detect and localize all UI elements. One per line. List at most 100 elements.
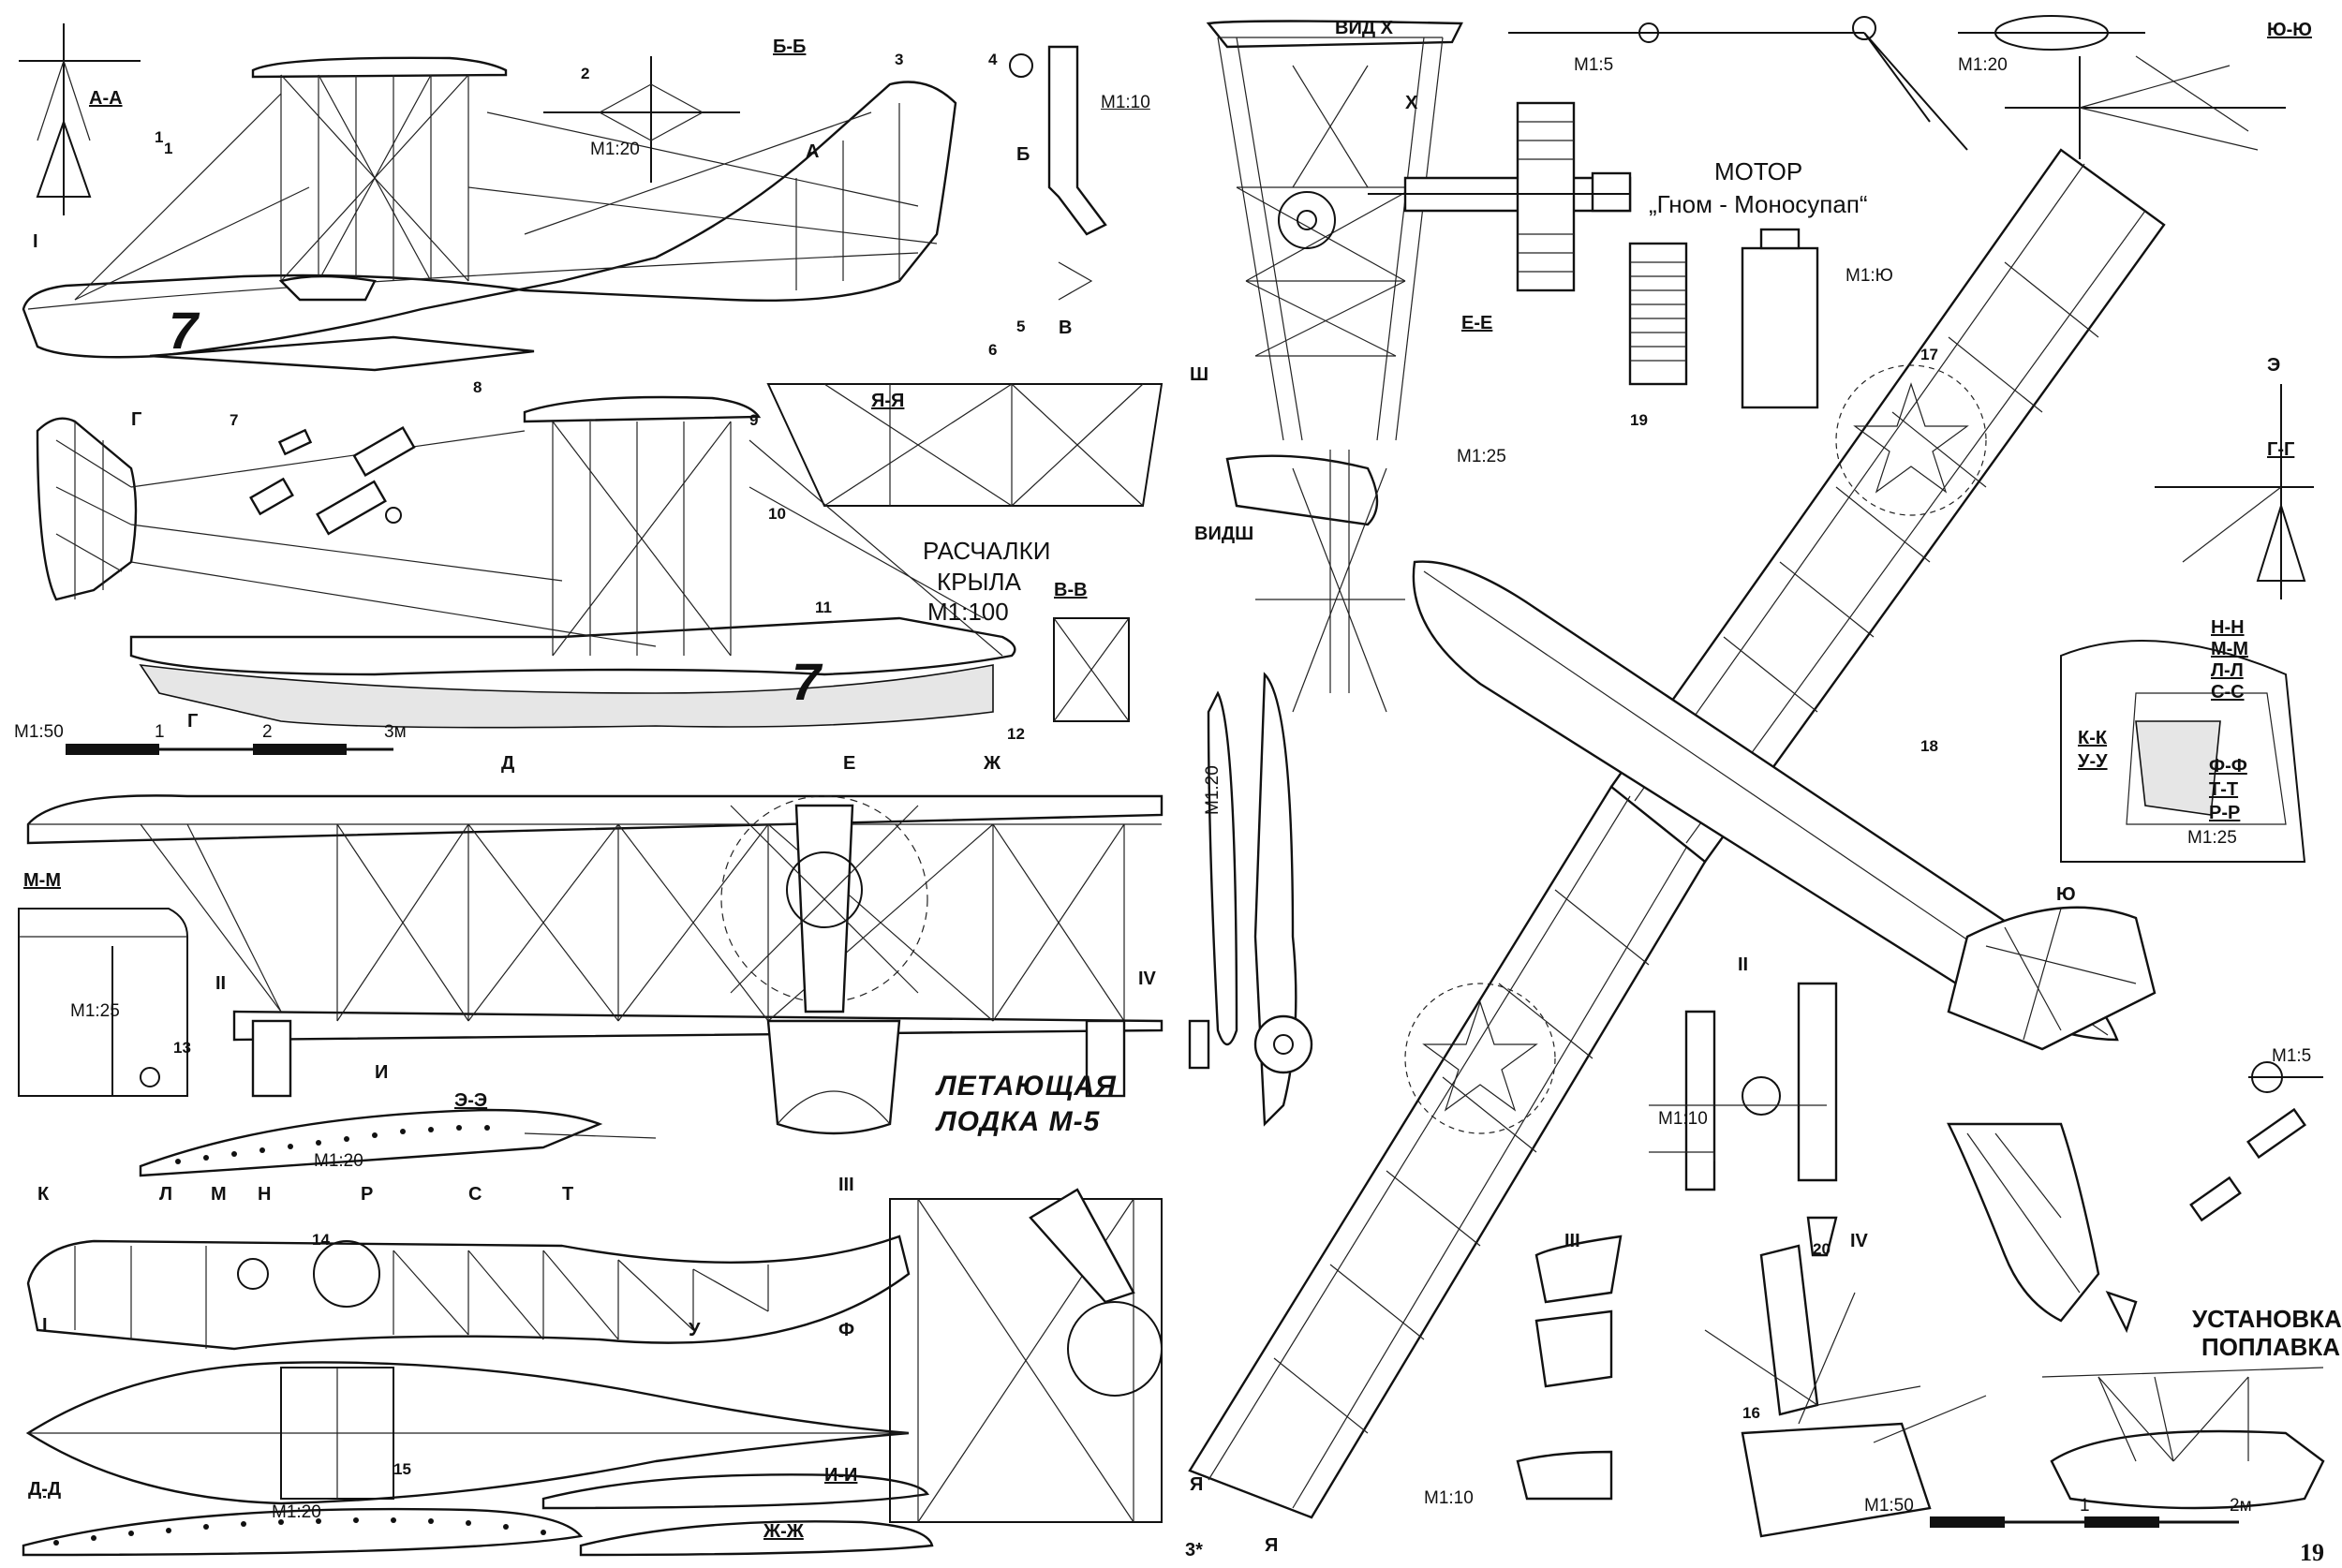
roman-label: IV <box>1850 1231 1868 1251</box>
cut-letter: Ю <box>2056 884 2076 905</box>
scale-m110-top: М1:10 <box>1101 93 1150 112</box>
fitting-parts-7 <box>249 425 416 536</box>
scale-m120-topright: М1:20 <box>1958 55 2008 75</box>
cut-letter: Л <box>159 1184 173 1205</box>
section-label-kk: К-К <box>2078 728 2108 748</box>
cut-letter: В <box>1059 318 1073 338</box>
roman-label: I <box>42 1315 48 1336</box>
cut-letter: Я <box>1265 1535 1279 1556</box>
part-number: 1 <box>164 140 173 157</box>
roman-label: IV <box>1138 969 1156 989</box>
section-mm <box>18 908 188 1097</box>
propeller-views <box>1188 672 1313 1127</box>
section-label-yuyu: Ю-Ю <box>2267 20 2312 40</box>
scale-right-tick-2: 2м <box>2230 1496 2252 1516</box>
cut-letter: Э <box>2267 355 2281 376</box>
cut-letter: У <box>689 1320 701 1340</box>
cut-letter: Ш <box>1190 364 1209 385</box>
float-install-line2: ПОПЛАВКА <box>2201 1333 2341 1361</box>
cut-letter: Н <box>258 1184 272 1205</box>
cut-letter: Г <box>187 711 199 732</box>
scale-m120-top: М1:20 <box>590 140 640 159</box>
hull-number-top: 7 <box>169 301 199 360</box>
cut-letter: А <box>806 141 820 162</box>
scale-m125-right: М1:25 <box>2187 828 2237 848</box>
section-yaya <box>766 383 1164 507</box>
scale-m110-mid: М1:10 <box>1658 1109 1708 1129</box>
engine-mount-view <box>1217 37 1444 441</box>
cut-letter: Д <box>501 753 515 774</box>
section-aa-diagram <box>19 23 141 215</box>
part-number: 1 <box>155 128 164 146</box>
section-label-nn: Н-Н <box>2211 617 2245 638</box>
cut-letter: Ф <box>838 1320 855 1340</box>
scale-m15-right: М1:5 <box>2272 1046 2312 1066</box>
scale-m125-ee: М1:25 <box>1457 447 1506 466</box>
part-number: 20 <box>1813 1240 1831 1258</box>
cut-letter: Х <box>1405 93 1418 113</box>
fittings-detail-mid <box>1649 982 1838 1257</box>
cut-letter: И <box>375 1062 389 1083</box>
wing-bracing-line1: РАСЧАЛКИ <box>923 537 1051 565</box>
hull-plan-view <box>25 1361 910 1505</box>
scale-m125-mm: М1:25 <box>70 1001 120 1021</box>
part-number: 16 <box>1742 1404 1760 1422</box>
cut-letter: Р <box>361 1184 374 1205</box>
side-view-top <box>22 56 957 372</box>
roman-label: III <box>838 1175 854 1195</box>
part-number: 8 <box>473 378 482 396</box>
float-installation <box>2041 1367 2325 1510</box>
section-label-ee: Е-Е <box>1461 313 1493 333</box>
scale-left-tick-3: 3м <box>384 722 407 742</box>
side-view-middle <box>36 395 1016 729</box>
part-number: 18 <box>1920 737 1938 755</box>
scale-bar-right <box>1930 1516 2239 1528</box>
view-label-sh: ВИДШ <box>1194 524 1254 544</box>
scale-m150-left: М1:50 <box>14 722 64 742</box>
engine-cylinders <box>1628 228 1819 409</box>
motor-label-line2: „Гном - Моносупап“ <box>1649 190 1868 218</box>
page-mark: 3* <box>1185 1540 1203 1561</box>
section-label-gg: Г-Г <box>2267 439 2295 460</box>
scale-right-tick-1: 1 <box>2080 1496 2090 1516</box>
view-label-x: ВИД Х <box>1335 18 1393 38</box>
fitting-detail-i <box>1009 45 1107 301</box>
part-number: 9 <box>749 411 759 429</box>
scale-m110-motor: М1:Ю <box>1845 266 1893 286</box>
hull-side-view <box>26 1235 911 1351</box>
cut-letter: Ж <box>984 753 1001 774</box>
section-label-ll: Л-Л <box>2211 660 2244 681</box>
strut-view-sh <box>1225 450 1405 713</box>
scale-m120-dd: М1:20 <box>272 1502 321 1522</box>
section-label-ss: С-С <box>2211 682 2245 703</box>
cut-letter: К <box>37 1184 50 1205</box>
engine-gnome <box>1368 101 1632 292</box>
cut-letter: Я <box>1190 1474 1204 1495</box>
roman-label: II <box>1738 954 1749 975</box>
plan-view-wings <box>1188 148 2166 1519</box>
section-ii-zhzh-ribs <box>541 1473 934 1557</box>
part-number: 6 <box>988 341 998 359</box>
cut-letter: С <box>468 1184 482 1205</box>
section-label-ff: Ф-Ф <box>2209 756 2247 777</box>
roman-label: I <box>33 231 38 252</box>
cut-letter: Е <box>843 753 856 774</box>
title-line2: ЛОДКА М-5 <box>937 1106 1101 1137</box>
scale-left-tick-2: 2 <box>262 722 273 742</box>
part-number: 11 <box>815 599 832 616</box>
control-linkage-top <box>1206 16 1968 151</box>
cut-letter: Т <box>562 1184 574 1205</box>
section-label-dd: Д-Д <box>28 1479 62 1500</box>
section-label-ee2: Э-Э <box>454 1090 488 1111</box>
section-yuyu <box>1958 15 2286 159</box>
cut-letter: М <box>211 1184 227 1205</box>
roman-label: III <box>1564 1231 1580 1251</box>
section-label-zhzh: Ж-Ж <box>763 1521 804 1542</box>
section-label-yaya: Я-Я <box>871 391 905 411</box>
scale-m120-ee2: М1:20 <box>314 1151 363 1171</box>
page-number: 19 <box>2300 1539 2324 1566</box>
section-label-uu: У-У <box>2078 751 2108 772</box>
part-number: 17 <box>1920 346 1938 363</box>
part-number: 15 <box>393 1460 411 1478</box>
